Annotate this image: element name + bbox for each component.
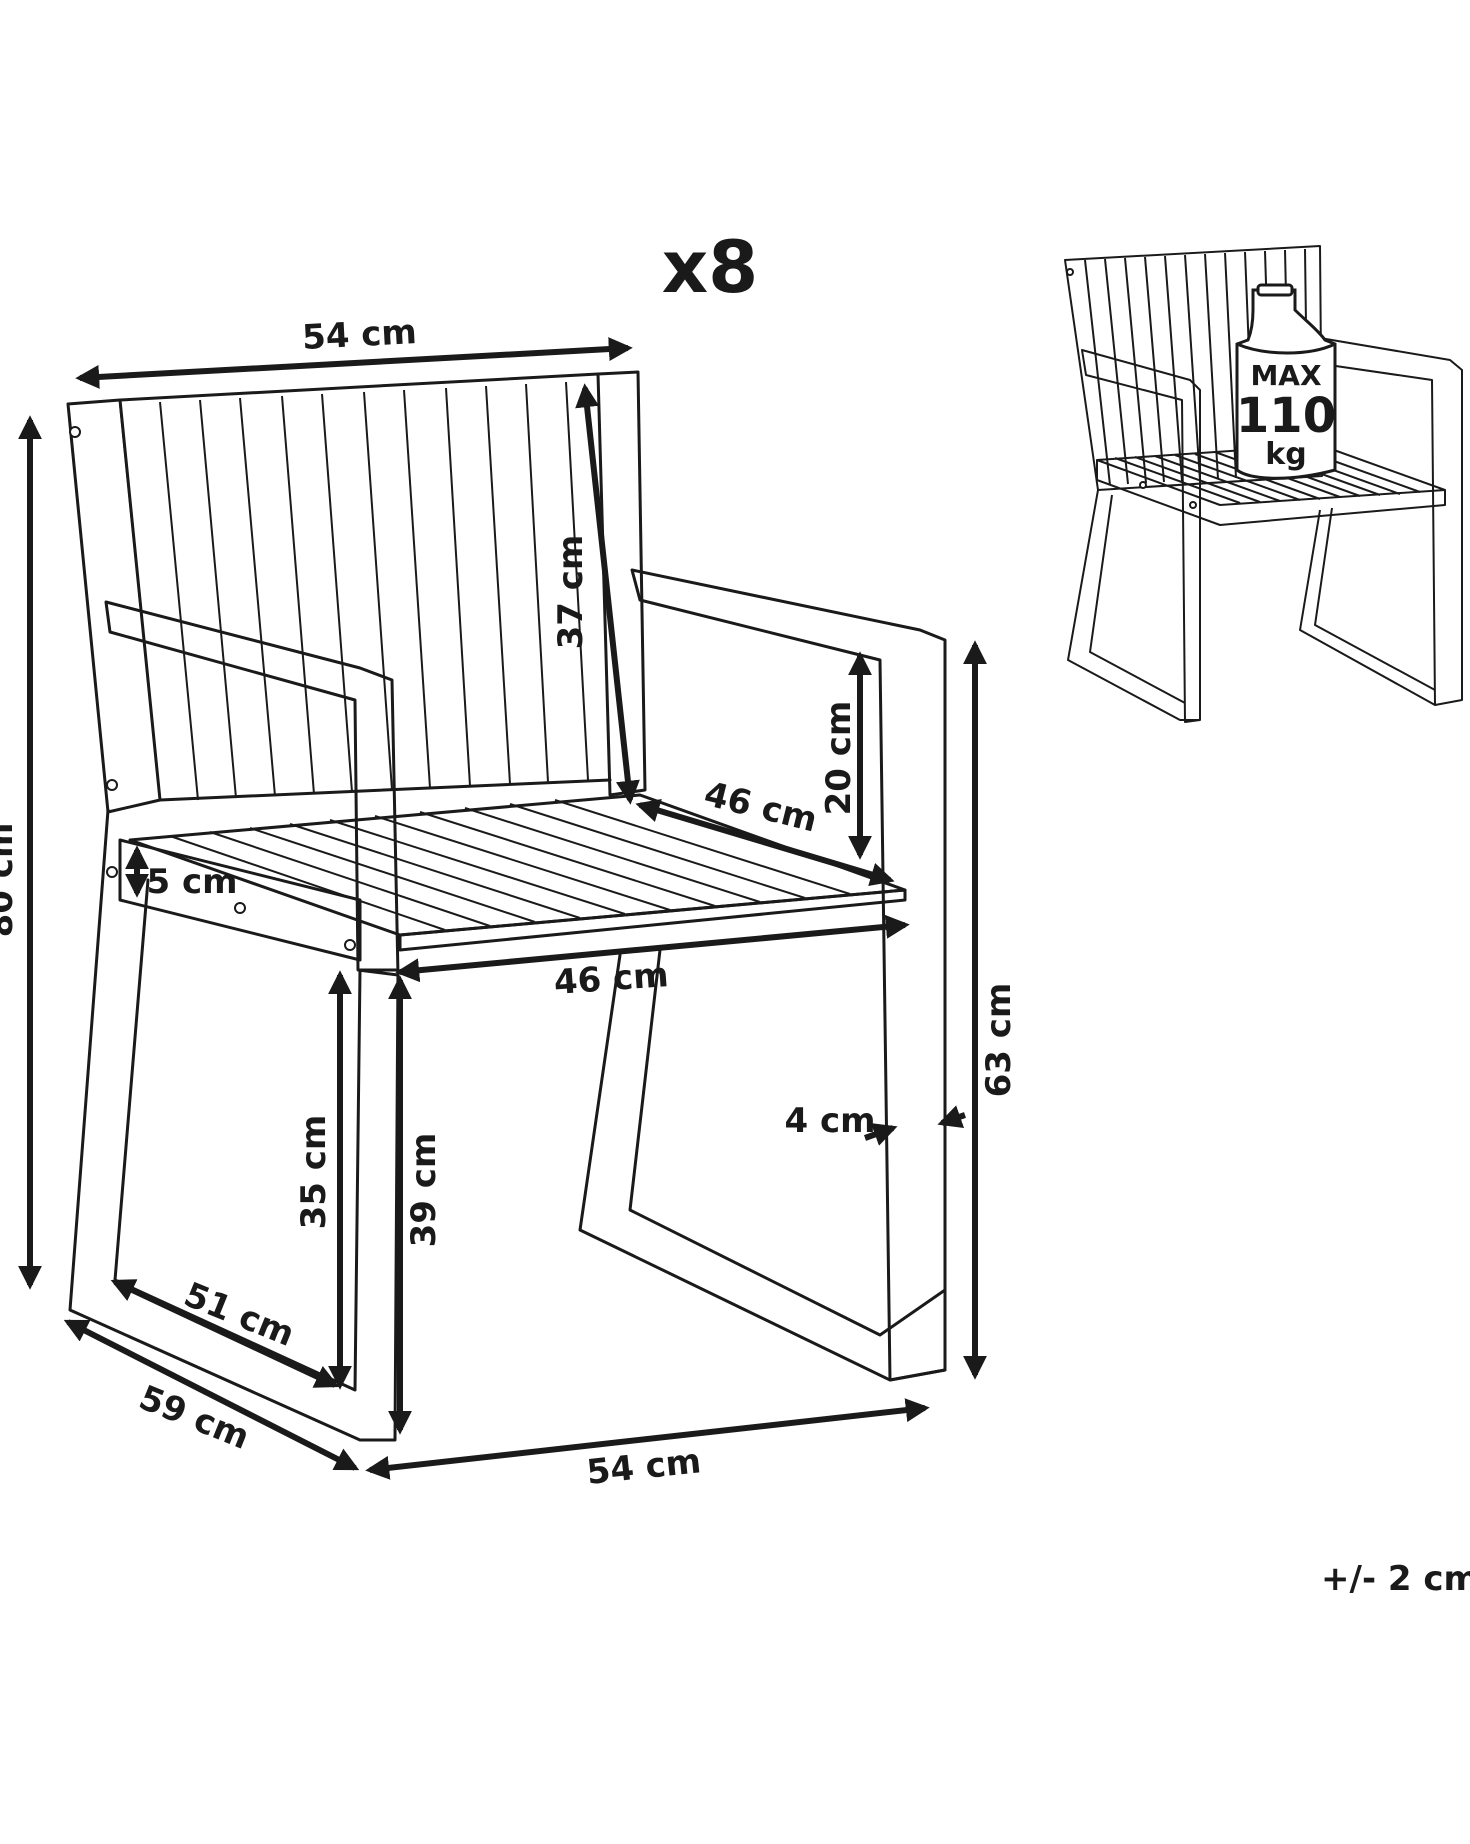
dimension-lines xyxy=(17,337,987,1480)
under-seat-height-label: 35 cm xyxy=(294,1115,334,1230)
backrest-height-label: 37 cm xyxy=(551,535,591,650)
frame-thickness-label: 4 cm xyxy=(784,1101,875,1141)
dim-base-width xyxy=(365,1398,930,1480)
total-height-label: 80 cm xyxy=(0,823,21,938)
dim-backrest-height xyxy=(575,383,640,805)
bolt-hole-icon xyxy=(106,866,118,878)
backrest-slats xyxy=(119,381,589,801)
armrest-floor-height-label: 63 cm xyxy=(979,983,1019,1098)
quantity-label: x8 xyxy=(662,225,759,309)
seat-height-label: 39 cm xyxy=(404,1133,444,1248)
armrest-height-label: 20 cm xyxy=(819,701,859,816)
dim-back-width xyxy=(75,337,633,389)
main-chair-illustration xyxy=(66,370,947,1442)
tolerance-label: +/- 2 cm xyxy=(1321,1559,1470,1599)
bolt-hole-icon xyxy=(1189,501,1197,509)
bolt-hole-icon xyxy=(234,902,246,914)
bolt-hole-icon xyxy=(69,426,81,438)
bolt-hole-icon xyxy=(1139,481,1147,489)
back-width-label: 54 cm xyxy=(301,312,418,358)
dim-frame-thickness-right xyxy=(937,1105,966,1129)
bolt-hole-icon xyxy=(1066,268,1074,276)
bolt-hole-icon xyxy=(344,939,356,951)
seat-thickness-label: 5 cm xyxy=(146,862,237,902)
load-capacity-illustration: MAX 110 kg xyxy=(1064,245,1463,723)
base-depth-label: 59 cm xyxy=(133,1378,254,1458)
load-badge-unit: kg xyxy=(1265,437,1306,472)
bolt-hole-icon xyxy=(106,779,118,791)
load-badge-max: MAX xyxy=(1250,359,1322,392)
seat-width-label: 46 cm xyxy=(553,955,670,1003)
dim-seat-width xyxy=(395,914,910,983)
base-width-label: 54 cm xyxy=(585,1441,703,1493)
dim-base-depth xyxy=(63,1319,360,1471)
weight-bottle-icon xyxy=(1235,283,1337,480)
dim-seat-depth xyxy=(635,799,895,886)
load-badge-value: 110 xyxy=(1236,388,1336,444)
dim-frame-thickness-left xyxy=(863,1123,898,1146)
